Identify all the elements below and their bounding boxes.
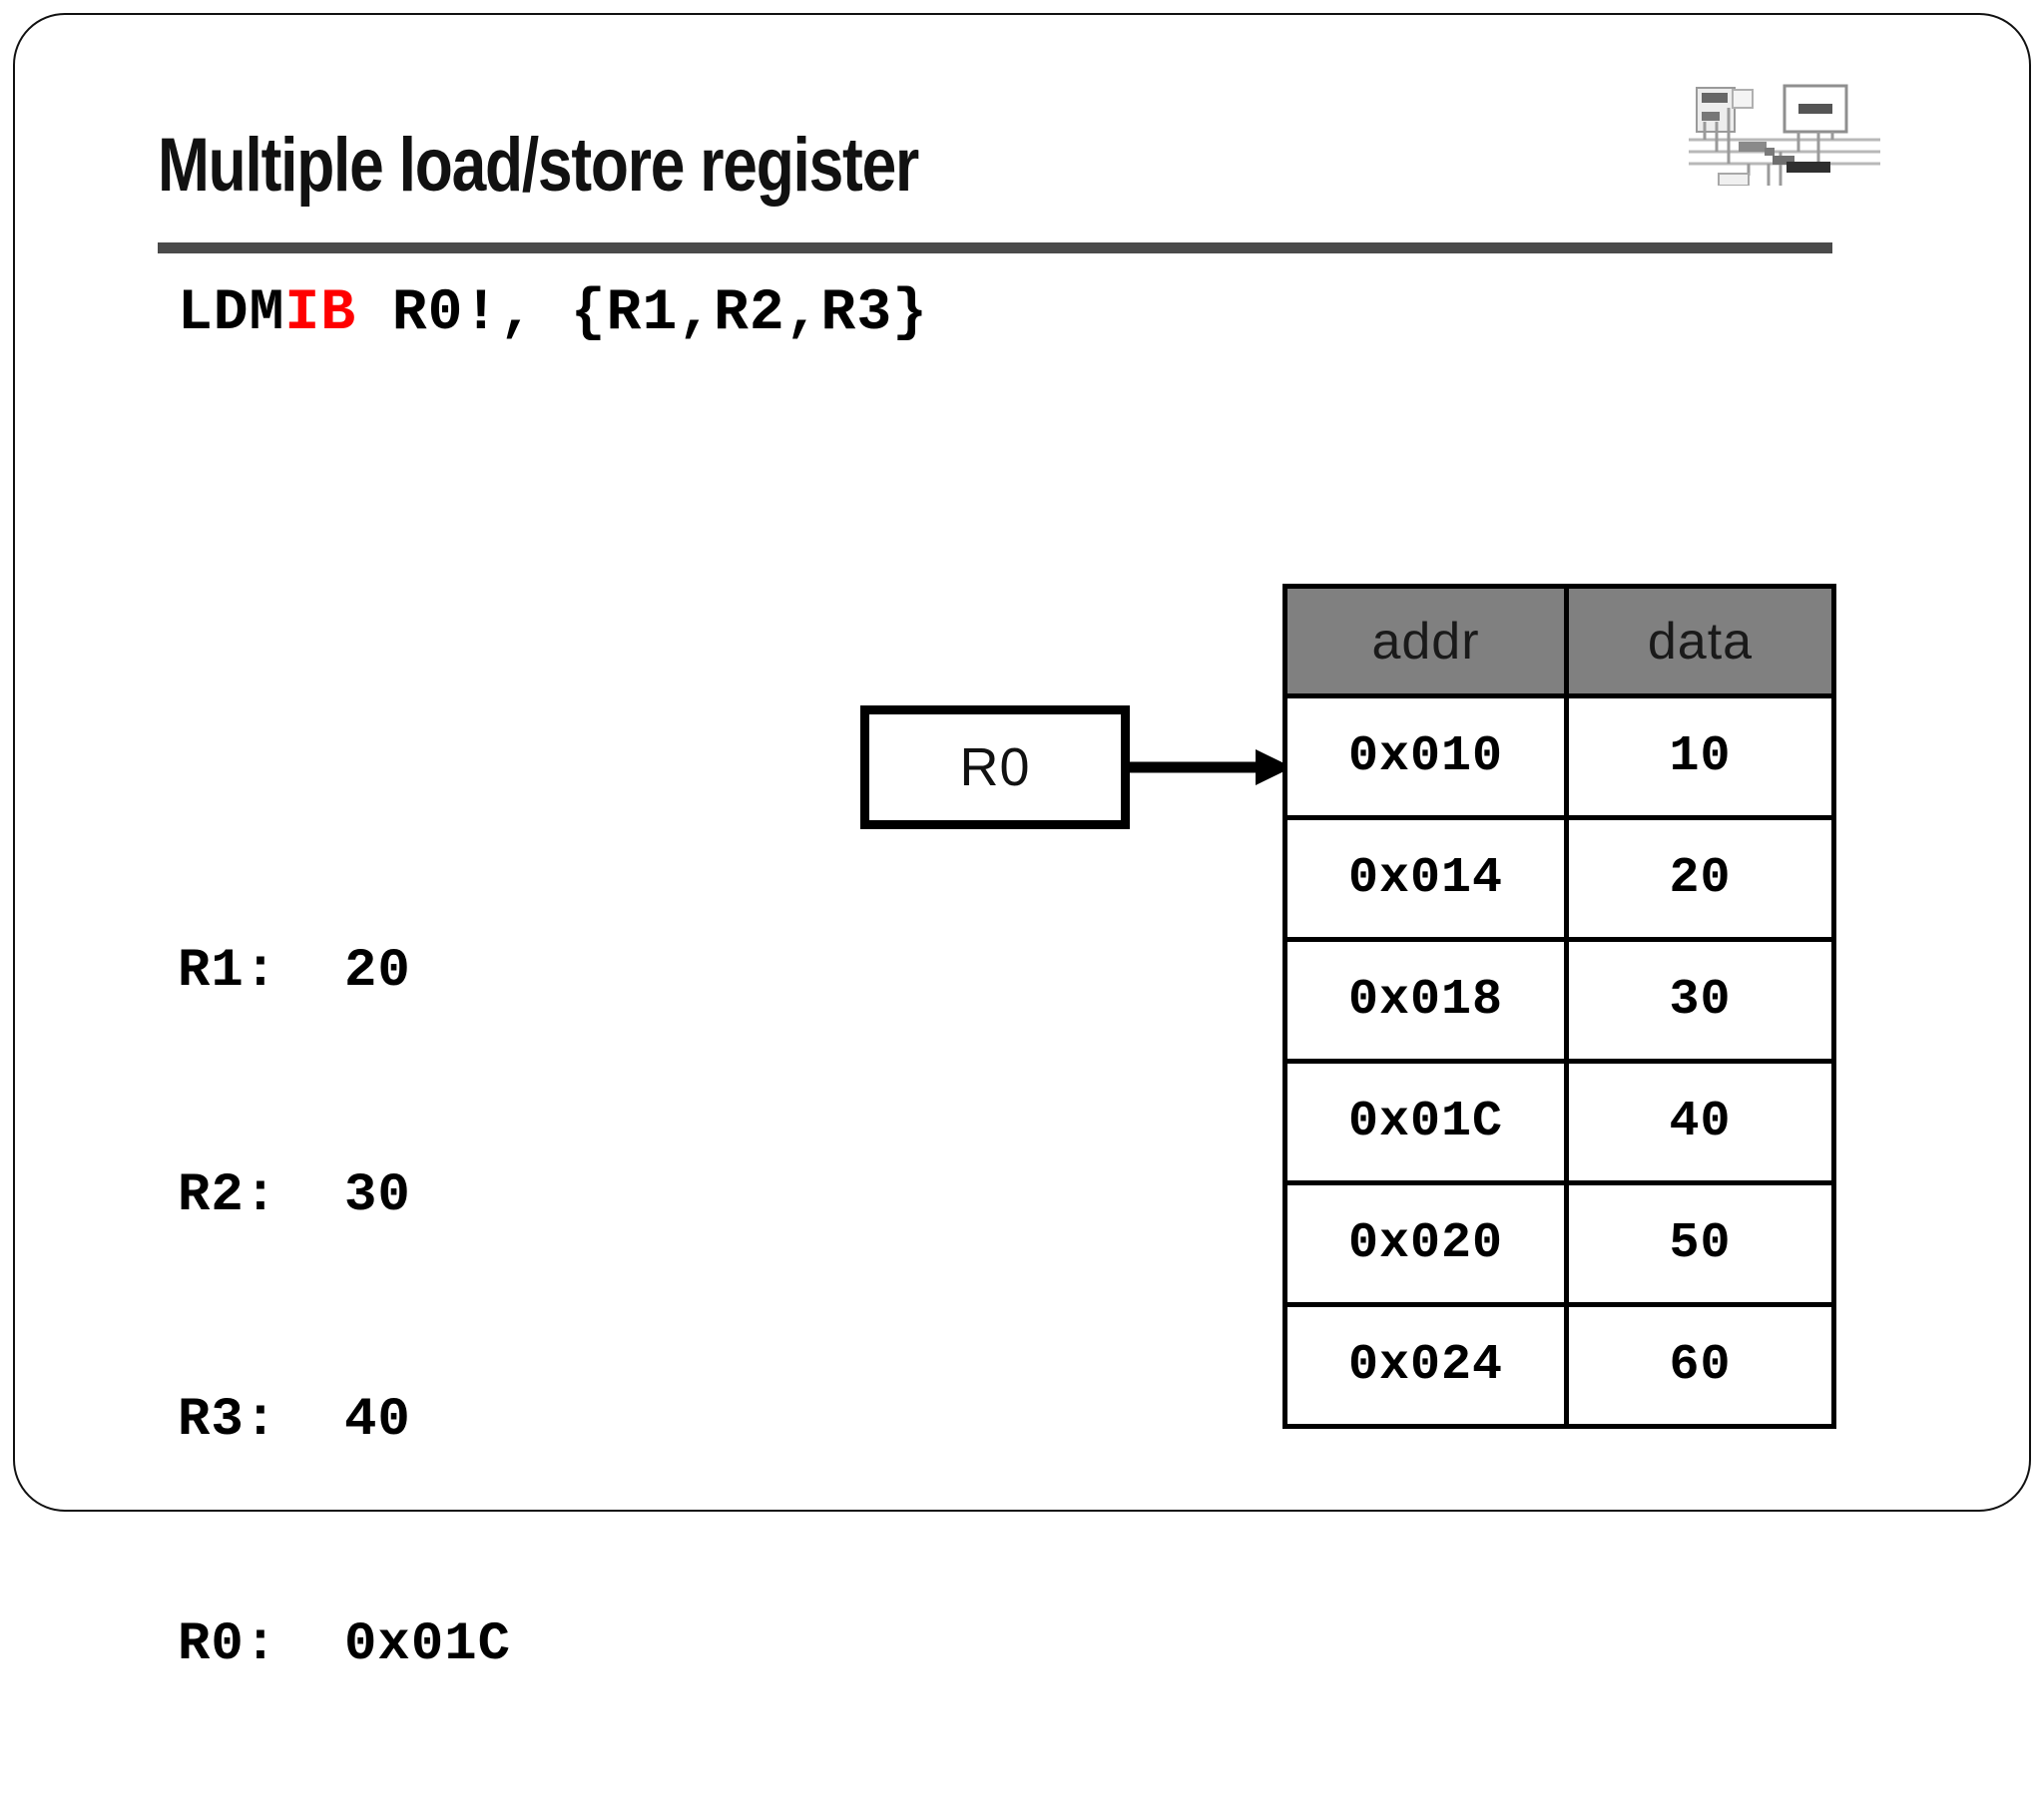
cell-data: 40 [1564,1059,1836,1185]
list-item: R1: 20 [178,941,411,1002]
table-row: 0x018 30 [1282,937,1836,1064]
table-row: 0x024 60 [1282,1302,1836,1429]
r0-pointer-box: R0 [860,705,1130,829]
code-mnemonic-base: LDM [178,281,285,346]
code-operands: R0!, {R1,R2,R3} [356,281,928,346]
cell-data: 50 [1564,1180,1836,1307]
table-row: 0x020 50 [1282,1180,1836,1307]
cell-data: 30 [1564,937,1836,1064]
cell-addr: 0x014 [1282,815,1569,942]
cell-addr: 0x024 [1282,1302,1569,1429]
page-title: Multiple load/store register [158,123,919,208]
table-header-row: addr data [1282,584,1836,698]
cell-addr: 0x020 [1282,1180,1569,1307]
slide-canvas: Multiple load/store register [13,13,2031,1675]
list-item: R2: 30 [178,1165,411,1226]
list-item: R0: 0x01C [178,1614,512,1675]
right-arrow-icon [1128,743,1292,791]
column-header-addr: addr [1282,584,1569,698]
title-divider [158,242,1832,253]
register-value-list: R1: 20 R2: 30 R3: 40 R0: 0x01C [178,798,511,1818]
memory-table: addr data 0x010 10 0x014 20 0x018 30 0x0… [1282,584,1836,1429]
list-item: R3: 40 [178,1390,411,1451]
instruction-code-line: LDMIB R0!, {R1,R2,R3} [178,281,928,346]
table-row: 0x010 10 [1282,693,1836,820]
cell-data: 20 [1564,815,1836,942]
cell-addr: 0x01C [1282,1059,1569,1185]
cell-addr: 0x018 [1282,937,1569,1064]
code-mnemonic-suffix: IB [284,281,357,346]
cell-data: 10 [1564,693,1836,820]
table-row: 0x01C 40 [1282,1059,1836,1185]
block-diagram-thumbnail-icon [1689,78,1880,187]
cell-data: 60 [1564,1302,1836,1429]
table-row: 0x014 20 [1282,815,1836,942]
r0-pointer-box-label: R0 [959,737,1031,797]
column-header-data: data [1564,584,1836,698]
cell-addr: 0x010 [1282,693,1569,820]
